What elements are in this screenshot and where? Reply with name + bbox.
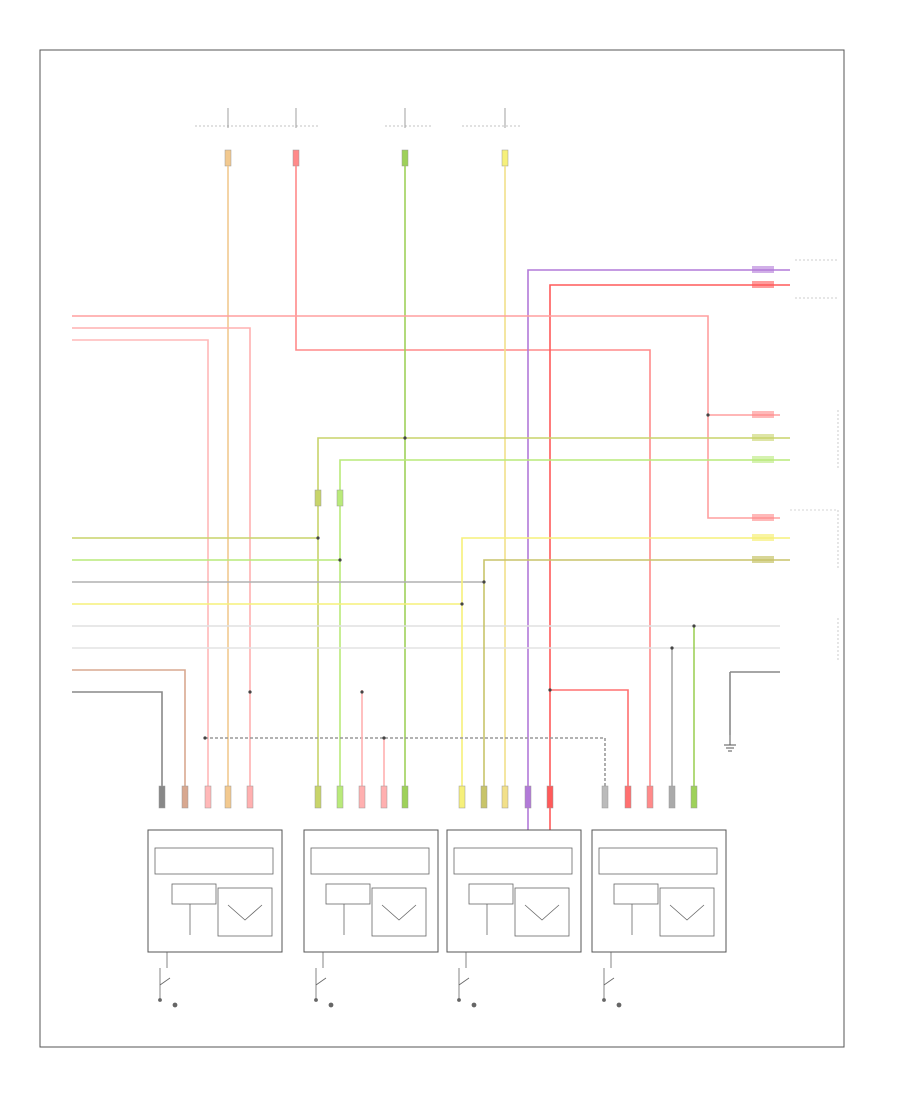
wire-light-green	[339, 459, 790, 790]
wire-pink-2	[72, 327, 251, 790]
right-side-brackets	[790, 410, 839, 660]
wire-pink-3	[72, 339, 209, 790]
switch-4	[602, 952, 622, 1008]
module-4	[591, 829, 727, 953]
module-2	[303, 829, 439, 953]
wire-red-pass	[550, 689, 629, 790]
wire-left-brown	[72, 669, 186, 790]
fuse-column-2	[264, 108, 320, 167]
fuse-column-4	[462, 108, 520, 167]
ground-symbol	[724, 735, 736, 752]
module-3	[446, 829, 582, 953]
connector-row	[158, 785, 698, 809]
switch-2	[314, 952, 334, 1008]
module-1	[147, 829, 283, 953]
wire-ground-pass	[729, 671, 780, 735]
wire-olive-green	[317, 437, 790, 790]
wire-pink-branch	[361, 690, 385, 790]
wire-left-darkgray	[72, 691, 163, 790]
fuse-column-3	[385, 108, 432, 167]
wire-pink-1b	[707, 415, 780, 519]
junction-dots	[203, 413, 710, 740]
wire-purple	[527, 269, 790, 830]
wire-red-fuse2	[295, 166, 651, 790]
wire-pink-1	[72, 315, 780, 416]
fuse-column-1	[195, 108, 262, 167]
switch-3	[457, 952, 477, 1008]
switch-1	[158, 952, 178, 1008]
diagram-frame	[39, 49, 845, 1048]
wire-yellow-rr	[461, 537, 790, 790]
wire-olive-rr	[483, 559, 790, 790]
wire-gray-bus	[205, 737, 606, 790]
